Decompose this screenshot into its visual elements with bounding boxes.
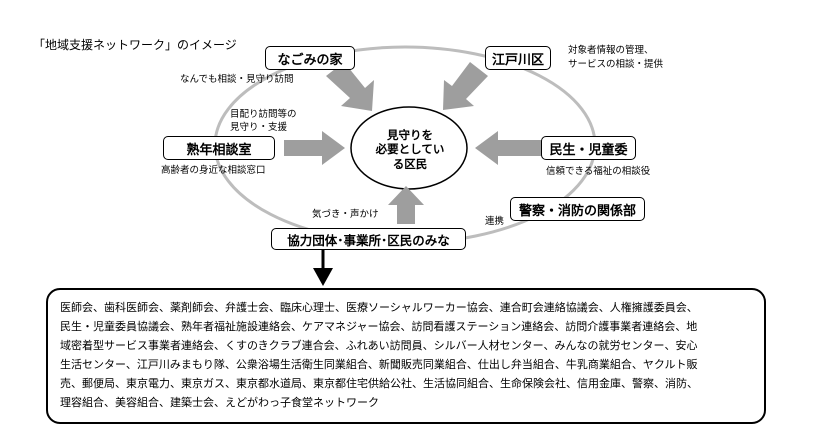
arrow-from-nagomi	[326, 62, 374, 111]
org-list-line: 生活センター、江戸川みまもり隊、公衆浴場生活衛生同業組合、新聞販売同業組合、仕出…	[60, 358, 698, 371]
center-ellipse	[350, 106, 468, 190]
arrow-from-edogawa	[443, 62, 488, 110]
node-kyoryoku: 協力団体･事業所･区民のみな	[271, 228, 466, 250]
arrow-to-list-head	[313, 268, 333, 286]
edogawa-note-1: 対象者情報の管理、	[568, 45, 654, 56]
arrow-from-jukunen	[284, 131, 345, 165]
center-line: 必要としてい	[375, 142, 445, 157]
org-list-line: 医師会、歯科医師会、薬剤師会、弁護士会、臨床心理士、医療ソーシャルワーカー協会、…	[60, 301, 698, 314]
jukunen-arrow-note-2: 見守り・支援	[230, 122, 288, 133]
org-list-line: 売、郵便局、東京電力、東京ガス、東京都水道局、東京都住宅供給公社、生活協同組合、…	[60, 377, 698, 390]
node-edogawa: 江戸川区	[485, 46, 551, 70]
keisatsu-link-note: 連携	[485, 216, 505, 227]
org-list-line: 民生・児童委員協議会、熟年者福祉施設連絡会、ケアマネジャー協会、訪問看護ステーシ…	[60, 320, 698, 333]
nagomi-note: なんでも相談・見守り訪問	[180, 74, 294, 85]
organization-list: 医師会、歯科医師会、薬剤師会、弁護士会、臨床心理士、医療ソーシャルワーカー協会、…	[46, 288, 766, 424]
arrow-from-minsei	[475, 131, 542, 165]
node-keisatsu: 警察・消防の関係部	[510, 197, 645, 221]
node-nagomi: なごみの家	[265, 46, 355, 70]
kyoryoku-arrow-note: 気づき・声かけ	[312, 209, 379, 220]
edogawa-note-2: サービスの相談・提供	[568, 59, 664, 70]
arrow-from-kyoryoku	[388, 186, 424, 224]
org-list-line: 理容組合、美容組合、建築士会、えどがわっ子食堂ネットワーク	[60, 396, 379, 409]
jukunen-arrow-note-1: 目配り訪問等の	[230, 109, 297, 120]
minsei-note: 信頼できる福祉の相談役	[546, 166, 651, 177]
center-line: 見守りを	[387, 128, 433, 142]
diagram-title: 「地域支援ネットワーク」のイメージ	[33, 38, 237, 52]
org-list-line: 域密着型サービス事業者連絡会、くすのきクラブ連合会、ふれあい訪問員、シルバー人材…	[60, 339, 698, 352]
node-jukunen: 熟年相談室	[163, 136, 275, 160]
jukunen-note: 高齢者の身近な相談窓口	[161, 165, 266, 176]
center-line: る区民	[392, 156, 428, 171]
center-label: 見守りを 必要としてい る区民	[355, 128, 465, 171]
node-minsei: 民生・児童委	[541, 136, 636, 160]
